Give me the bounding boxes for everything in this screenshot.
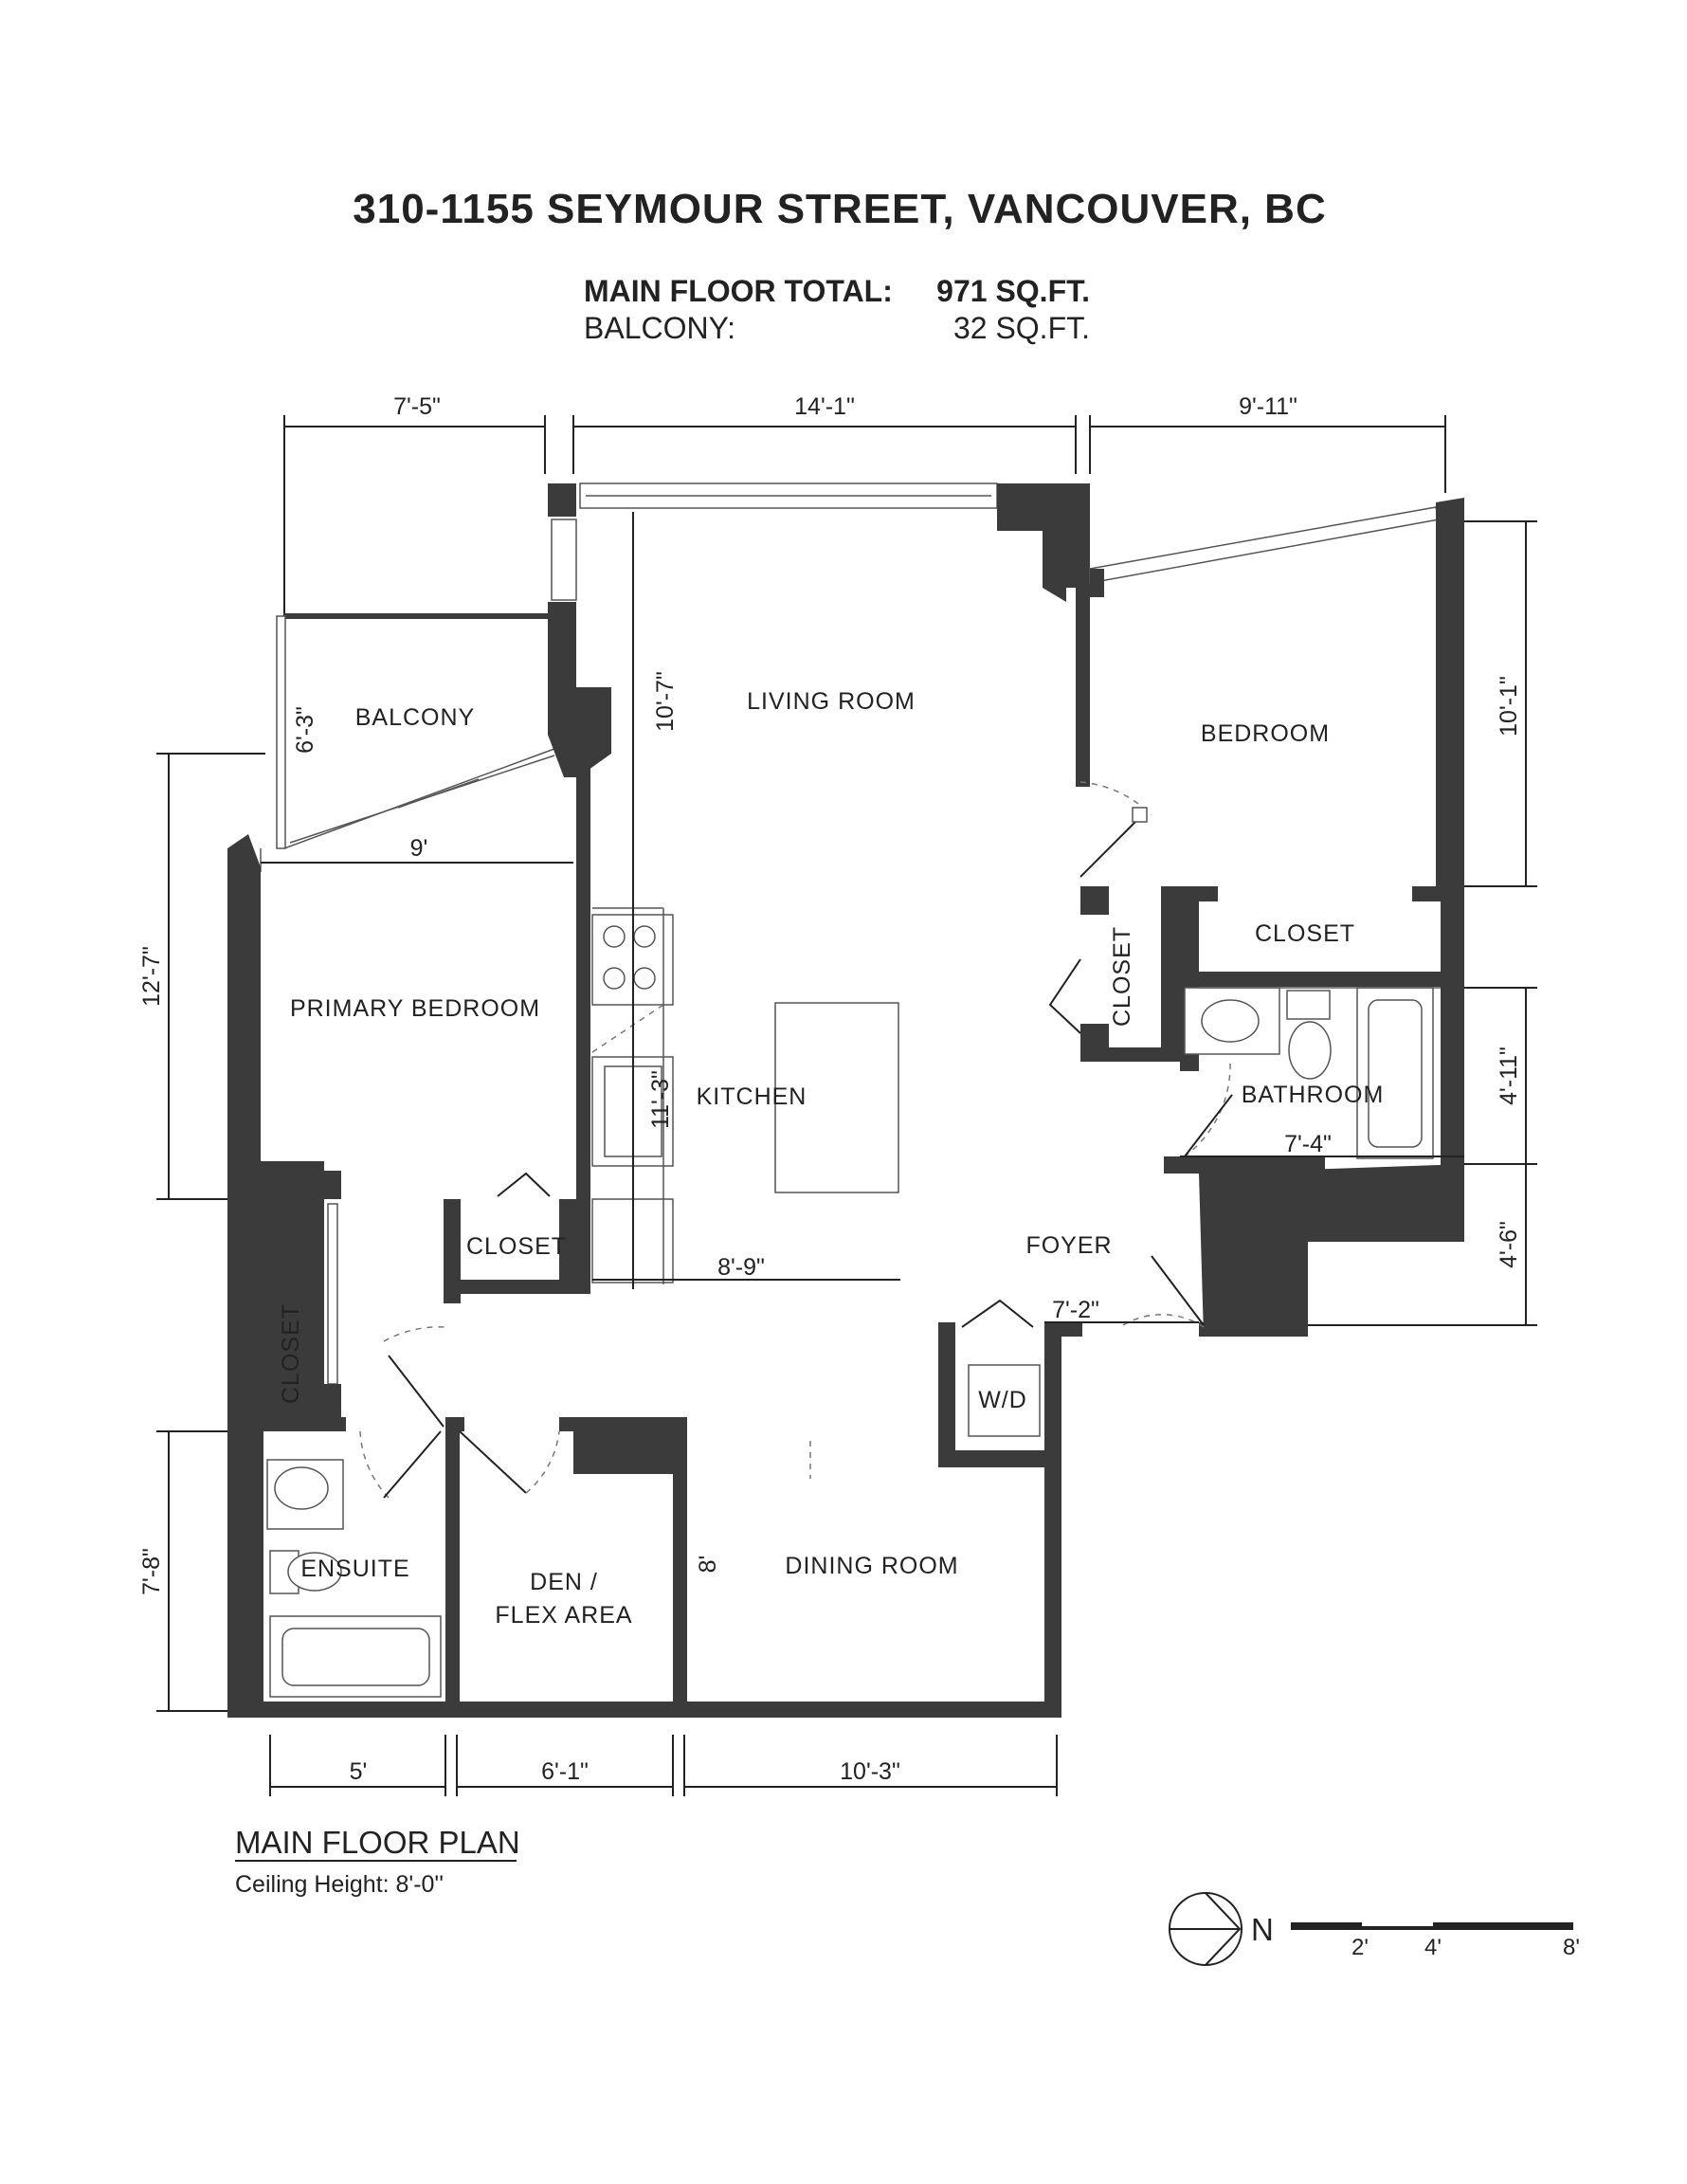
label-closet-bedroom: CLOSET — [1255, 920, 1355, 947]
ceiling-height: Ceiling Height: 8'-0'' — [235, 1871, 444, 1898]
dim-living-height: 10'-7" — [652, 671, 679, 732]
dim-bottom-middle: 6'-1" — [541, 1758, 589, 1785]
label-closet-primary: CLOSET — [466, 1233, 567, 1260]
dim-top-left: 7'-5" — [393, 393, 441, 420]
label-bedroom: BEDROOM — [1201, 720, 1330, 747]
dim-balcony-depth: 6'-3" — [292, 706, 318, 754]
label-closet-ensuite: CLOSET — [278, 1303, 304, 1404]
dim-primary-width: 9' — [410, 835, 428, 862]
top-dimension-lines — [283, 415, 1446, 616]
label-closet-hall: CLOSET — [1109, 926, 1135, 1027]
plan-title: MAIN FLOOR PLAN — [235, 1825, 520, 1860]
dim-dining-height: 8' — [695, 1556, 721, 1574]
dim-bath-height: 4'-11" — [1496, 1046, 1522, 1105]
label-foyer: FOYER — [1025, 1232, 1112, 1259]
north-arrow-icon — [1169, 1892, 1243, 1966]
label-dining-room: DINING ROOM — [785, 1553, 958, 1579]
main-floor-total-value: 971 SQ.FT. — [936, 274, 1090, 308]
dim-kitchen-width: 8'-9" — [717, 1254, 765, 1281]
label-living-room: LIVING ROOM — [747, 688, 916, 715]
balcony-area-label: BALCONY: — [584, 311, 735, 345]
dim-foyer-height: 4'-6" — [1496, 1221, 1522, 1268]
walls — [227, 482, 1464, 1718]
label-ensuite: ENSUITE — [300, 1556, 409, 1582]
dim-bath-width: 7'-4" — [1284, 1131, 1332, 1157]
dim-ensuite-height: 7'-8" — [138, 1548, 165, 1595]
dim-primary-height: 12'-7" — [138, 946, 165, 1007]
label-den-line2: FLEX AREA — [495, 1602, 632, 1629]
main-floor-total-label: MAIN FLOOR TOTAL: — [584, 274, 893, 308]
dim-bottom-left: 5' — [350, 1758, 368, 1785]
scale-tick-8: 8' — [1563, 1935, 1580, 1960]
label-wd: W/D — [978, 1387, 1027, 1413]
dim-bedroom-height: 10'-1" — [1496, 676, 1522, 737]
ensuite-fixtures — [266, 1459, 442, 1698]
dim-foyer-width: 7'-2" — [1052, 1297, 1099, 1323]
page-title: 310-1155 SEYMOUR STREET, VANCOUVER, BC — [353, 186, 1326, 232]
north-label: N — [1251, 1912, 1274, 1947]
scale-tick-2: 2' — [1351, 1935, 1369, 1960]
bottom-dimension-lines — [269, 1735, 1058, 1796]
label-bathroom: BATHROOM — [1242, 1082, 1385, 1108]
washer-dryer — [968, 1364, 1041, 1437]
side-dimension-lines — [156, 520, 1537, 1712]
label-balcony: BALCONY — [355, 704, 475, 731]
balcony-area-value: 32 SQ.FT. — [953, 311, 1090, 345]
kitchen-island — [774, 1002, 899, 1193]
dim-bottom-right: 10'-3" — [840, 1758, 900, 1785]
dim-kitchen-height: 11'-3" — [647, 1070, 674, 1129]
interior-dimension-lines — [261, 512, 1464, 1323]
bathroom-fixtures — [1184, 987, 1441, 1159]
doors — [359, 781, 1233, 1499]
dim-top-middle: 14'-1" — [794, 393, 855, 420]
dim-top-right: 9'-11" — [1239, 393, 1297, 420]
balcony-outline — [276, 613, 555, 849]
label-kitchen: KITCHEN — [697, 1083, 807, 1110]
label-primary-bedroom: PRIMARY BEDROOM — [290, 995, 540, 1022]
label-den-line1: DEN / — [530, 1569, 598, 1595]
scale-bar — [1291, 1922, 1573, 1930]
scale-tick-4: 4' — [1424, 1935, 1442, 1960]
